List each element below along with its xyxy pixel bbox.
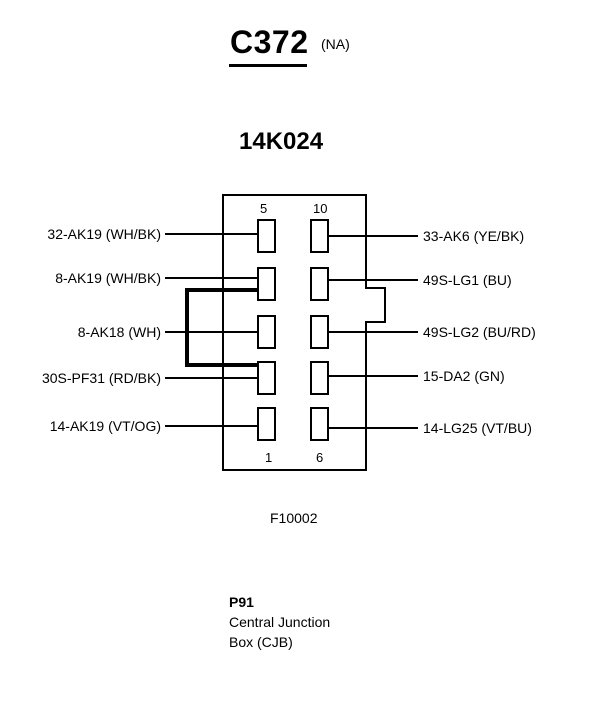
wire-label-right: 49S-LG2 (BU/RD) xyxy=(423,324,536,340)
figure-code: F10002 xyxy=(270,510,318,526)
wire-label-left: 14-AK19 (VT/OG) xyxy=(49,418,161,434)
wire-label-left: 8-AK18 (WH) xyxy=(77,324,161,340)
wire-label-left: 32-AK19 (WH/BK) xyxy=(47,226,161,242)
component-code: P91 xyxy=(229,594,254,610)
wire-label-left: 30S-PF31 (RD/BK) xyxy=(41,370,161,386)
wire-label-right: 14-LG25 (VT/BU) xyxy=(423,420,532,436)
cavity-10 xyxy=(310,219,329,253)
cavity-6 xyxy=(310,407,329,441)
splice-bracket xyxy=(185,288,258,367)
part-number: 14K024 xyxy=(239,128,324,155)
component-name-line2: Box (CJB) xyxy=(229,634,293,650)
wire-label-right: 49S-LG1 (BU) xyxy=(423,272,512,288)
cavity-9 xyxy=(310,267,329,301)
wire-label-right: 33-AK6 (YE/BK) xyxy=(423,228,525,244)
pin-number-6: 6 xyxy=(316,450,324,465)
cavity-7 xyxy=(310,361,329,395)
connector-id: C372 xyxy=(230,24,309,60)
cavity-2 xyxy=(257,361,276,395)
wire-label-right: 15-DA2 (GN) xyxy=(423,368,505,384)
connector-housing xyxy=(222,194,386,471)
wire-label-left: 8-AK19 (WH/BK) xyxy=(55,270,161,286)
title-underline xyxy=(229,64,307,67)
cavity-4 xyxy=(257,267,276,301)
cavity-5 xyxy=(257,219,276,253)
pin-number-1: 1 xyxy=(265,450,273,465)
cavity-1 xyxy=(257,407,276,441)
pin-number-5: 5 xyxy=(260,201,268,216)
component-name-line1: Central Junction xyxy=(229,614,331,630)
footer-block: P91 Central Junction Box (CJB) xyxy=(229,592,330,652)
cavity-3 xyxy=(257,315,276,349)
cavity-8 xyxy=(310,315,329,349)
pin-number-10: 10 xyxy=(313,201,328,216)
region-note: (NA) xyxy=(321,36,350,52)
